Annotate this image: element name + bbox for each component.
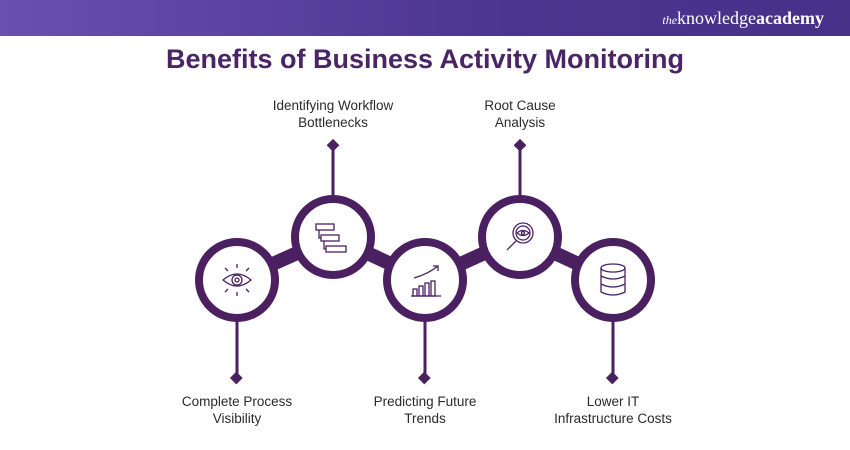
label-line: Bottlenecks bbox=[298, 115, 368, 130]
database-icon bbox=[600, 263, 626, 296]
magnifier-eye-icon bbox=[506, 222, 534, 251]
brand-logo: theknowledgeacademy bbox=[662, 8, 824, 28]
label-line: Lower IT bbox=[586, 394, 640, 409]
label-line: Visibility bbox=[212, 411, 262, 426]
diamond-marker bbox=[229, 371, 243, 385]
diamond-marker bbox=[605, 371, 619, 385]
label-line: Complete Process bbox=[181, 394, 293, 409]
label-line: Analysis bbox=[494, 115, 546, 130]
label-line: Predicting Future bbox=[373, 394, 477, 409]
header-banner: theknowledgeacademy bbox=[0, 0, 850, 36]
benefit-circle bbox=[571, 238, 655, 322]
page-title: Benefits of Business Activity Monitoring bbox=[165, 44, 685, 74]
label-line: Trends bbox=[404, 411, 446, 426]
benefit-circle bbox=[478, 195, 562, 279]
eye-icon bbox=[222, 264, 252, 296]
growth-chart-icon bbox=[411, 265, 441, 297]
label-line: Infrastructure Costs bbox=[554, 411, 672, 426]
label-line: Identifying Workflow bbox=[272, 98, 394, 113]
benefit-circle bbox=[383, 238, 467, 322]
workflow-icon bbox=[315, 223, 347, 253]
benefit-circle bbox=[291, 195, 375, 279]
diamond-marker bbox=[513, 138, 527, 152]
diamond-marker bbox=[326, 138, 340, 152]
diamond-marker bbox=[417, 371, 431, 385]
label-line: Root Cause bbox=[484, 98, 556, 113]
benefit-circle bbox=[195, 238, 279, 322]
label-lower-it-infrastructure-costs: Lower IT Infrastructure Costs bbox=[533, 393, 693, 427]
